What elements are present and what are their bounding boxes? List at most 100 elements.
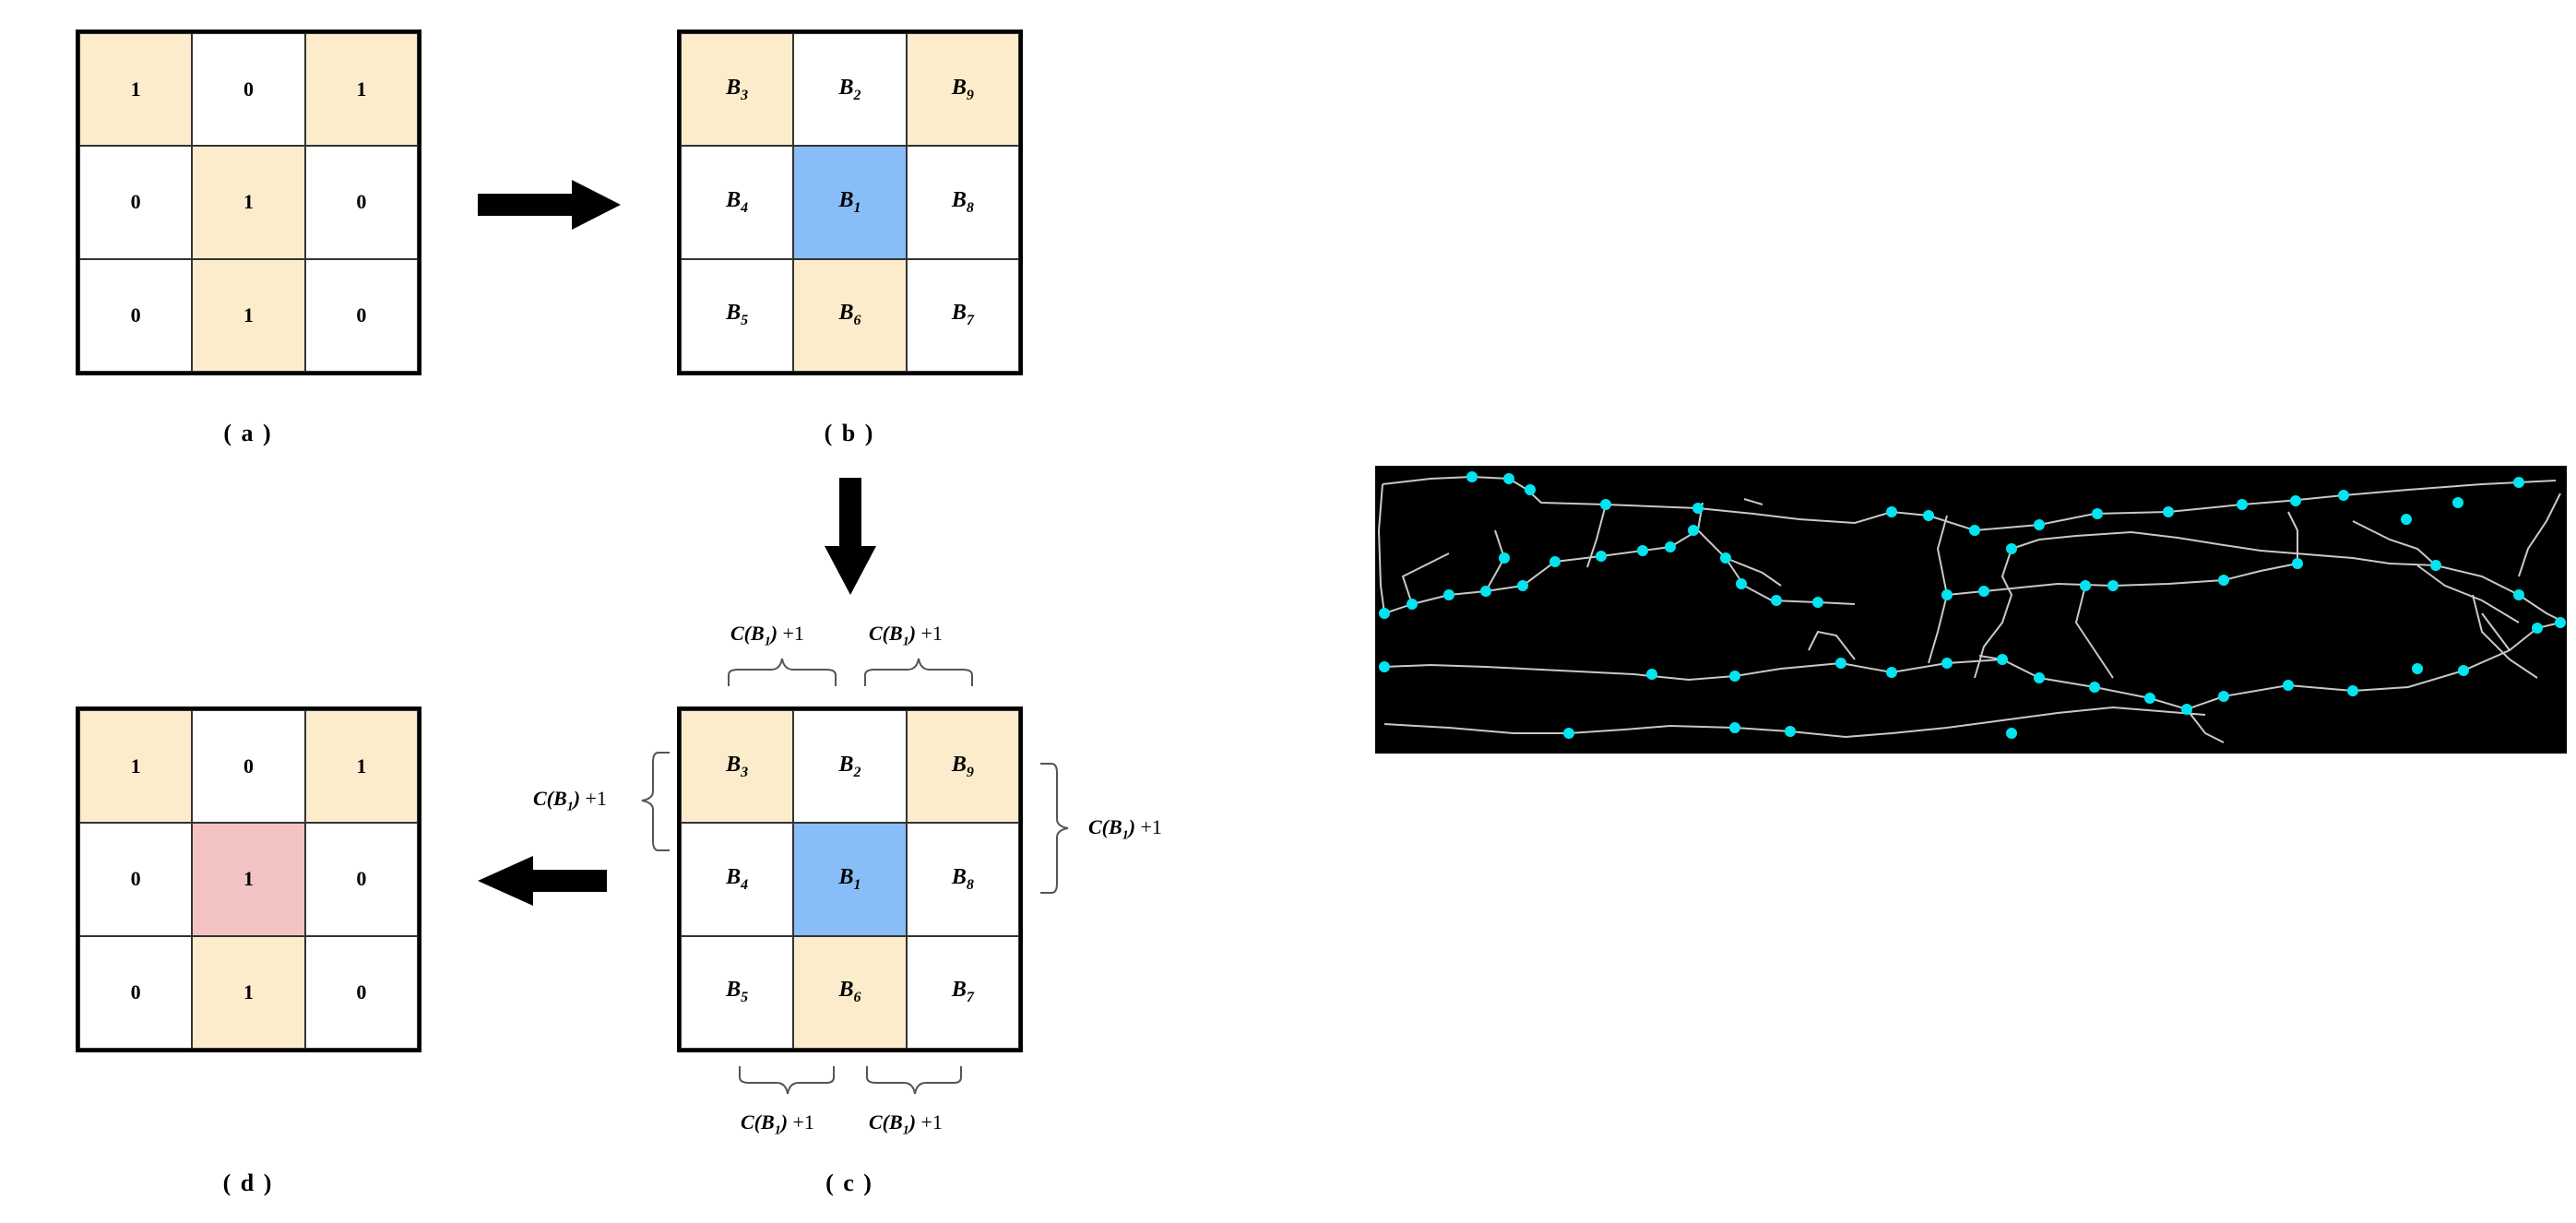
cell-value: 1 xyxy=(356,754,367,778)
skeleton-edge xyxy=(1974,548,2013,679)
cell-value: 0 xyxy=(243,77,254,101)
junction-node xyxy=(1941,589,1953,600)
grid-c-cell-2: B2 xyxy=(793,710,907,824)
grid-a-cell-5: 1 xyxy=(192,146,305,259)
count-label-bottom-right: C(B1) +1 xyxy=(869,1110,943,1138)
junction-node xyxy=(1379,661,1390,672)
brace-top-right xyxy=(864,658,973,686)
skeleton-edge xyxy=(2416,564,2520,623)
skeleton-edge xyxy=(1377,483,1385,614)
skeleton-edge xyxy=(1743,498,1763,505)
cell-value: 0 xyxy=(356,303,367,327)
caption-d: ( d ) xyxy=(222,1170,274,1196)
cell-value: 0 xyxy=(130,303,141,327)
grid-a-cell-3: 1 xyxy=(304,33,418,147)
junction-node xyxy=(2283,680,2294,691)
cell-symbol: B8 xyxy=(951,865,974,893)
brace-top-left xyxy=(728,658,837,686)
arrow-left-icon xyxy=(478,856,607,906)
junction-node xyxy=(1688,525,1699,536)
cell-value: 0 xyxy=(130,867,141,891)
cell-value: 1 xyxy=(130,754,141,778)
junction-node xyxy=(2292,558,2303,569)
cell-value: 0 xyxy=(356,190,367,214)
skeleton-edge xyxy=(1697,529,1856,605)
cell-symbol: B4 xyxy=(726,188,749,216)
junction-node xyxy=(1886,667,1897,678)
junction-node xyxy=(1785,726,1796,737)
junction-node xyxy=(1563,728,1574,739)
skeleton-edge xyxy=(2481,612,2511,651)
junction-node xyxy=(1407,599,1418,610)
grid-a-cell-2: 0 xyxy=(192,33,305,147)
junction-node xyxy=(1736,578,1747,589)
skeleton-edge xyxy=(2352,520,2437,566)
grid-d-cell-9: 0 xyxy=(304,935,418,1049)
cell-value: 0 xyxy=(130,980,141,1003)
grid-b-cell-2: B2 xyxy=(793,33,907,147)
brace-bottom-left xyxy=(739,1066,835,1095)
skeleton-edge xyxy=(1401,552,1450,605)
skeleton-edge xyxy=(1383,502,1703,614)
junction-node xyxy=(2237,499,2248,510)
grid-c-cell-5: B1 xyxy=(793,823,907,936)
junction-node xyxy=(1525,484,1536,495)
count-label-bottom-left: C(B1) +1 xyxy=(741,1110,814,1138)
grid-c-cell-9: B7 xyxy=(906,935,1019,1049)
grid-b-cell-4: B4 xyxy=(681,146,794,259)
cell-value: 1 xyxy=(243,980,254,1003)
skeleton-edge xyxy=(1946,563,2298,596)
junction-node xyxy=(1466,471,1478,482)
cell-value: 0 xyxy=(356,867,367,891)
brace-right xyxy=(1040,763,1069,894)
grid-c-cell-3: B9 xyxy=(906,710,1019,824)
cell-value: 0 xyxy=(130,190,141,214)
skeleton-edge xyxy=(1808,630,1856,660)
cell-value: 1 xyxy=(243,303,254,327)
grid-a-cell-7: 0 xyxy=(79,258,193,372)
junction-node xyxy=(1729,722,1740,733)
grid-b-cell-7: B5 xyxy=(681,258,794,372)
count-label-top-right: C(B1) +1 xyxy=(869,622,943,649)
cell-symbol: B2 xyxy=(838,75,861,103)
grid-b-cell-1: B3 xyxy=(681,33,794,147)
junction-node xyxy=(2034,672,2045,683)
cell-value: 0 xyxy=(243,754,254,778)
brace-bottom-right xyxy=(866,1066,962,1095)
grid-c-cell-1: B3 xyxy=(681,710,794,824)
cell-symbol: B8 xyxy=(951,188,974,216)
grid-b-cell-3: B9 xyxy=(906,33,1019,147)
cell-symbol: B6 xyxy=(838,978,861,1006)
junction-node xyxy=(1969,525,1980,536)
cell-symbol: B2 xyxy=(838,752,861,780)
junction-node xyxy=(1646,669,1657,680)
junction-node xyxy=(1379,608,1390,619)
junction-node xyxy=(2513,477,2524,488)
cell-value: 1 xyxy=(130,77,141,101)
grid-c-cell-4: B4 xyxy=(681,823,794,936)
grid-a-cell-8: 1 xyxy=(192,258,305,372)
grid-b-cell-5: B1 xyxy=(793,146,907,259)
junction-node xyxy=(2006,543,2017,554)
junction-node xyxy=(1720,552,1731,564)
junction-node xyxy=(2555,617,2566,628)
grid-a-cell-4: 0 xyxy=(79,146,193,259)
junction-node xyxy=(2107,580,2119,591)
skeleton-graph-drawing xyxy=(1377,471,2566,743)
skeleton-graph-image xyxy=(1375,466,2567,754)
skeleton-edge xyxy=(1928,515,1949,664)
junction-node xyxy=(1771,595,1782,606)
junction-node xyxy=(1978,586,1989,597)
junction-node xyxy=(1443,589,1454,600)
junction-node xyxy=(1729,671,1740,682)
grid-d-cell-8: 1 xyxy=(192,935,305,1049)
count-label-left: C(B1) +1 xyxy=(533,787,607,814)
count-label-top-left: C(B1) +1 xyxy=(730,622,804,649)
grid-a-cell-9: 0 xyxy=(304,258,418,372)
grid-c-cell-8: B6 xyxy=(793,935,907,1049)
junction-node xyxy=(1549,556,1561,567)
count-label-right: C(B1) +1 xyxy=(1088,815,1162,843)
cell-symbol: B7 xyxy=(951,301,974,329)
